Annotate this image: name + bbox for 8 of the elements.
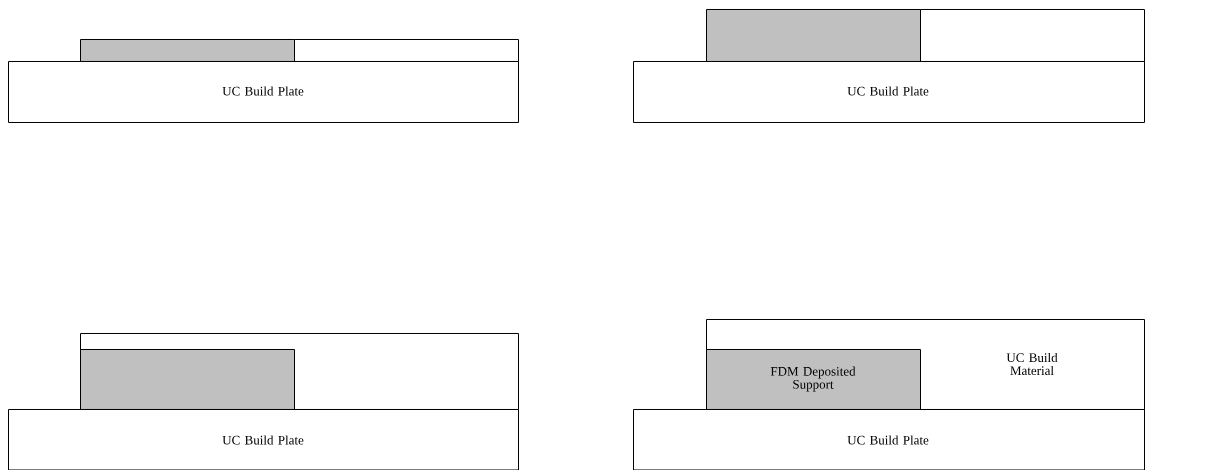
build-plate: UC Build Plate	[633, 409, 1145, 470]
support-layer: FDM Deposited Support	[706, 349, 921, 410]
build-plate: UC Build Plate	[8, 409, 519, 470]
material-layer	[920, 9, 1145, 62]
support-layer	[80, 349, 295, 410]
material-layer	[294, 39, 519, 62]
support-layer	[80, 39, 295, 62]
support-layer	[706, 9, 921, 62]
